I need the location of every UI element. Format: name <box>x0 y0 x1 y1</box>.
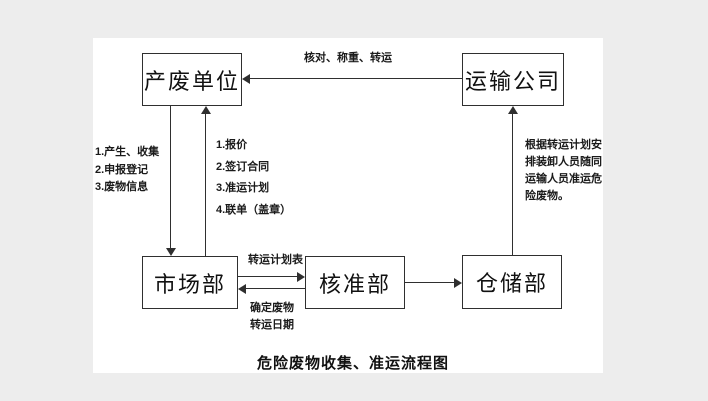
arrow-line-producer-to-market <box>170 106 172 249</box>
arrow-line-warehouse-to-transport <box>512 112 514 255</box>
note-line: 3.废物信息 <box>95 181 149 193</box>
arrow-line-approval-to-warehouse <box>405 282 456 284</box>
diagram-title: 危险废物收集、准运流程图 <box>256 356 449 372</box>
label-check-weigh-transfer: 核对、称重、转运 <box>304 52 392 64</box>
note-line: 3.准运计划 <box>216 182 270 194</box>
note-line: 4.联单（盖章） <box>216 203 292 216</box>
note-line: 运输人员准运危 <box>525 173 602 185</box>
arrowhead-left-icon <box>238 284 246 294</box>
arrowhead-right-icon <box>297 272 305 282</box>
note-producer-to-market: 1.产生、收集 2.申报登记 3.废物信息 <box>95 144 159 197</box>
arrowhead-up-icon <box>201 106 211 114</box>
node-warehouse-dept: 仓储部 <box>462 255 562 309</box>
arrowhead-up-icon <box>508 106 518 114</box>
label-confirm-waste-date: 确定废物 转运日期 <box>250 300 294 333</box>
note-market-to-producer: 1.报价 2.签订合同 3.准运计划 4.联单（盖章） <box>216 135 291 221</box>
label-line: 转运日期 <box>250 318 294 331</box>
note-warehouse-to-transport: 根据转运计划安 排装卸人员随同 运输人员准运危 险废物。 <box>525 137 602 205</box>
node-approval-dept: 核准部 <box>305 256 405 309</box>
note-line: 1.报价 <box>216 139 248 151</box>
label-line: 确定废物 <box>250 302 294 314</box>
arrowhead-down-icon <box>166 248 176 256</box>
arrowhead-right-icon <box>454 278 462 288</box>
note-line: 2.申报登记 <box>95 163 149 176</box>
arrow-line-market-to-producer <box>205 112 207 256</box>
note-line: 险废物。 <box>525 190 569 202</box>
note-line: 2.签订合同 <box>216 160 270 173</box>
arrow-line-market-to-approval <box>238 276 298 278</box>
node-transport-company: 运输公司 <box>462 53 564 106</box>
arrow-line-transport-to-producer <box>249 78 462 80</box>
diagram-page: 产废单位 运输公司 市场部 核准部 仓储部 核对、称重、转运 转运计划表 确定废… <box>93 38 603 373</box>
label-transfer-plan-form: 转运计划表 <box>248 254 303 266</box>
note-line: 1.产生、收集 <box>95 146 160 158</box>
arrow-line-approval-to-market <box>245 288 305 290</box>
arrowhead-left-icon <box>242 74 250 84</box>
note-line: 排装卸人员随同 <box>525 156 602 168</box>
node-waste-producer: 产废单位 <box>142 53 242 106</box>
note-line: 根据转运计划安 <box>525 139 602 151</box>
node-market-dept: 市场部 <box>142 256 238 309</box>
